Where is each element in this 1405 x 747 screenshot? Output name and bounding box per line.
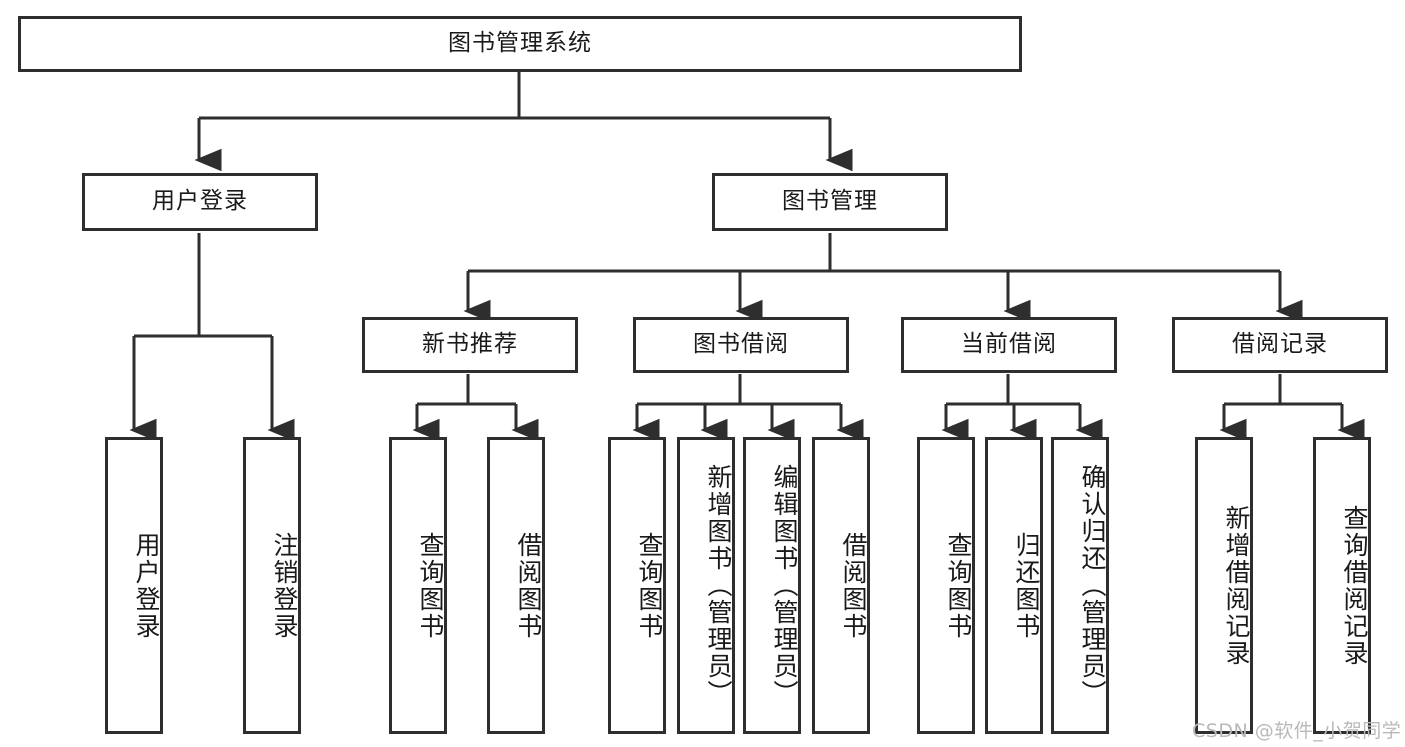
node-new-book-recommend[interactable]: 新书推荐 (362, 317, 578, 373)
node-current-borrow-label: 当前借阅 (961, 331, 1057, 358)
leaf-label: 归还图书 (1012, 531, 1041, 640)
leaf-label: 编辑图书（管理员） (770, 464, 799, 707)
leaf-label: 新增图书（管理员） (704, 464, 733, 707)
leaf-current-borrow-confirm-return[interactable]: 确认归还（管理员） (1051, 437, 1109, 734)
watermark: CSDN @软件_小贺同学 (1192, 720, 1402, 742)
leaf-label: 查询借阅记录 (1340, 504, 1369, 667)
leaf-borrow-record-query[interactable]: 查询借阅记录 (1313, 437, 1371, 734)
leaf-current-borrow-query[interactable]: 查询图书 (917, 437, 975, 734)
node-new-book-recommend-label: 新书推荐 (422, 331, 518, 358)
leaf-new-book-query[interactable]: 查询图书 (389, 437, 447, 734)
leaf-book-borrow-add[interactable]: 新增图书（管理员） (677, 437, 735, 734)
node-book-borrow-label: 图书借阅 (693, 331, 789, 358)
node-borrow-record[interactable]: 借阅记录 (1172, 317, 1388, 373)
node-book-management-label: 图书管理 (782, 188, 878, 215)
leaf-label: 查询图书 (416, 531, 445, 640)
leaf-user-login-login[interactable]: 用户登录 (105, 437, 163, 734)
leaf-book-borrow-borrow[interactable]: 借阅图书 (812, 437, 870, 734)
node-current-borrow[interactable]: 当前借阅 (901, 317, 1117, 373)
leaf-user-login-logout[interactable]: 注销登录 (243, 437, 301, 734)
node-book-management[interactable]: 图书管理 (712, 173, 948, 231)
leaf-label: 确认归还（管理员） (1078, 464, 1107, 707)
node-borrow-record-label: 借阅记录 (1232, 331, 1328, 358)
leaf-new-book-borrow[interactable]: 借阅图书 (487, 437, 545, 734)
leaf-current-borrow-return[interactable]: 归还图书 (985, 437, 1043, 734)
leaf-label: 借阅图书 (514, 531, 543, 640)
leaf-label: 查询图书 (635, 531, 664, 640)
node-root[interactable]: 图书管理系统 (18, 16, 1022, 72)
leaf-book-borrow-edit[interactable]: 编辑图书（管理员） (743, 437, 801, 734)
leaf-label: 注销登录 (270, 531, 299, 640)
leaf-label: 查询图书 (944, 531, 973, 640)
node-user-login-label: 用户登录 (152, 188, 248, 215)
leaf-label: 用户登录 (132, 531, 161, 640)
leaf-label: 新增借阅记录 (1222, 504, 1251, 667)
node-user-login[interactable]: 用户登录 (82, 173, 318, 231)
leaf-label: 借阅图书 (839, 531, 868, 640)
leaf-borrow-record-add[interactable]: 新增借阅记录 (1195, 437, 1253, 734)
node-root-label: 图书管理系统 (448, 30, 592, 57)
node-book-borrow[interactable]: 图书借阅 (633, 317, 849, 373)
leaf-book-borrow-query[interactable]: 查询图书 (608, 437, 666, 734)
